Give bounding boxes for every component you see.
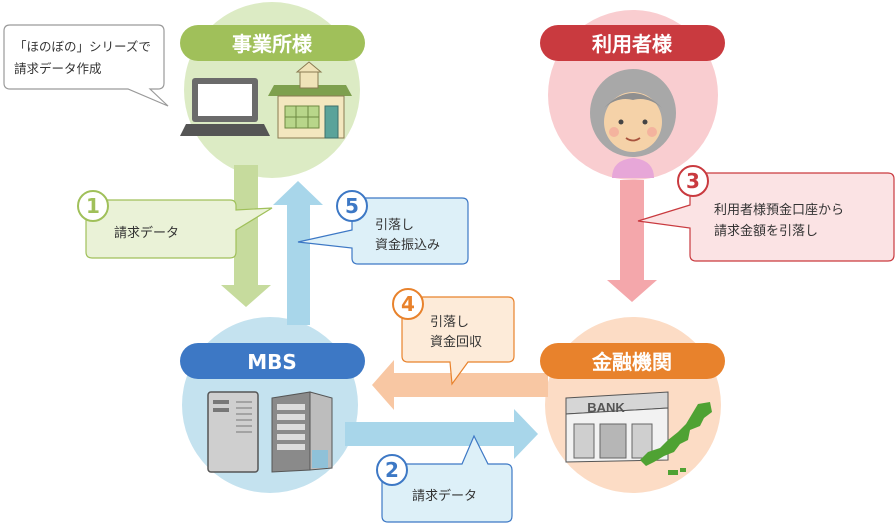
- arrow-payout-mbs-to-office: [273, 181, 323, 325]
- step-4-line2: 資金回収: [430, 334, 482, 350]
- step-4-callout: 4 引落し 資金回収: [392, 288, 515, 386]
- mbs-pill: [180, 343, 365, 379]
- intro-note-bubble: 「ほのぼの」シリーズで 請求データ作成: [3, 24, 169, 107]
- office-label: 事業所様: [232, 32, 313, 56]
- step-2-text: 請求データ: [412, 488, 477, 504]
- step-1-text: 請求データ: [114, 225, 179, 241]
- step-3-badge: [677, 165, 709, 197]
- intro-note-line2: 請求データ作成: [14, 61, 102, 76]
- user-pill: [540, 25, 725, 61]
- office-node: 事業所様: [180, 25, 365, 61]
- bank-pill: [540, 343, 725, 379]
- step-3-callout: 3 利用者様預金口座から 請求金額を引落し: [637, 165, 895, 262]
- step-5-line1: 引落し: [375, 218, 414, 233]
- step-2-number: 2: [385, 458, 399, 482]
- step-4-badge: [392, 288, 424, 320]
- step-4-line1: 引落し: [430, 315, 469, 330]
- japan-map-icon: [640, 402, 712, 475]
- step-5-callout: 5 引落し 資金振込み: [297, 190, 469, 265]
- office-building-icon: [271, 391, 333, 473]
- server-icon: [207, 391, 259, 473]
- step-3-line2: 請求金額を引落し: [714, 223, 818, 239]
- house-icon: [268, 61, 352, 139]
- step-2-callout: 2 請求データ: [376, 434, 513, 523]
- step-3-number: 3: [686, 169, 700, 193]
- mbs-node: MBS: [180, 343, 365, 379]
- arrow-request-data-office-to-mbs: [221, 165, 271, 307]
- user-label: 利用者様: [592, 32, 673, 56]
- bank-node: 金融機関: [540, 343, 725, 379]
- bank-label: 金融機関: [591, 350, 672, 374]
- laptop-icon: [180, 78, 270, 136]
- bank-building-icon: BANK: [565, 391, 669, 463]
- step-1-callout: 1 請求データ: [77, 190, 273, 259]
- arrow-withdraw-user-to-bank: [607, 180, 657, 302]
- mbs-label: MBS: [247, 350, 297, 374]
- step-4-number: 4: [401, 292, 415, 316]
- step-5-line2: 資金振込み: [375, 237, 440, 253]
- step-1-badge: [77, 190, 109, 222]
- step-5-number: 5: [345, 194, 359, 218]
- elderly-user-icon: [590, 69, 676, 178]
- bank-sign: BANK: [587, 400, 625, 415]
- user-node: 利用者様: [540, 25, 725, 61]
- arrow-request-data-mbs-to-bank: [345, 409, 538, 459]
- step-5-badge: [336, 190, 368, 222]
- step-3-line1: 利用者様預金口座から: [714, 202, 844, 218]
- step-1-number: 1: [86, 194, 100, 218]
- arrow-collect-bank-to-mbs: [372, 360, 548, 410]
- office-pill: [180, 25, 365, 61]
- intro-note-line1: 「ほのぼの」シリーズで: [14, 39, 151, 54]
- step-2-badge: [376, 454, 408, 486]
